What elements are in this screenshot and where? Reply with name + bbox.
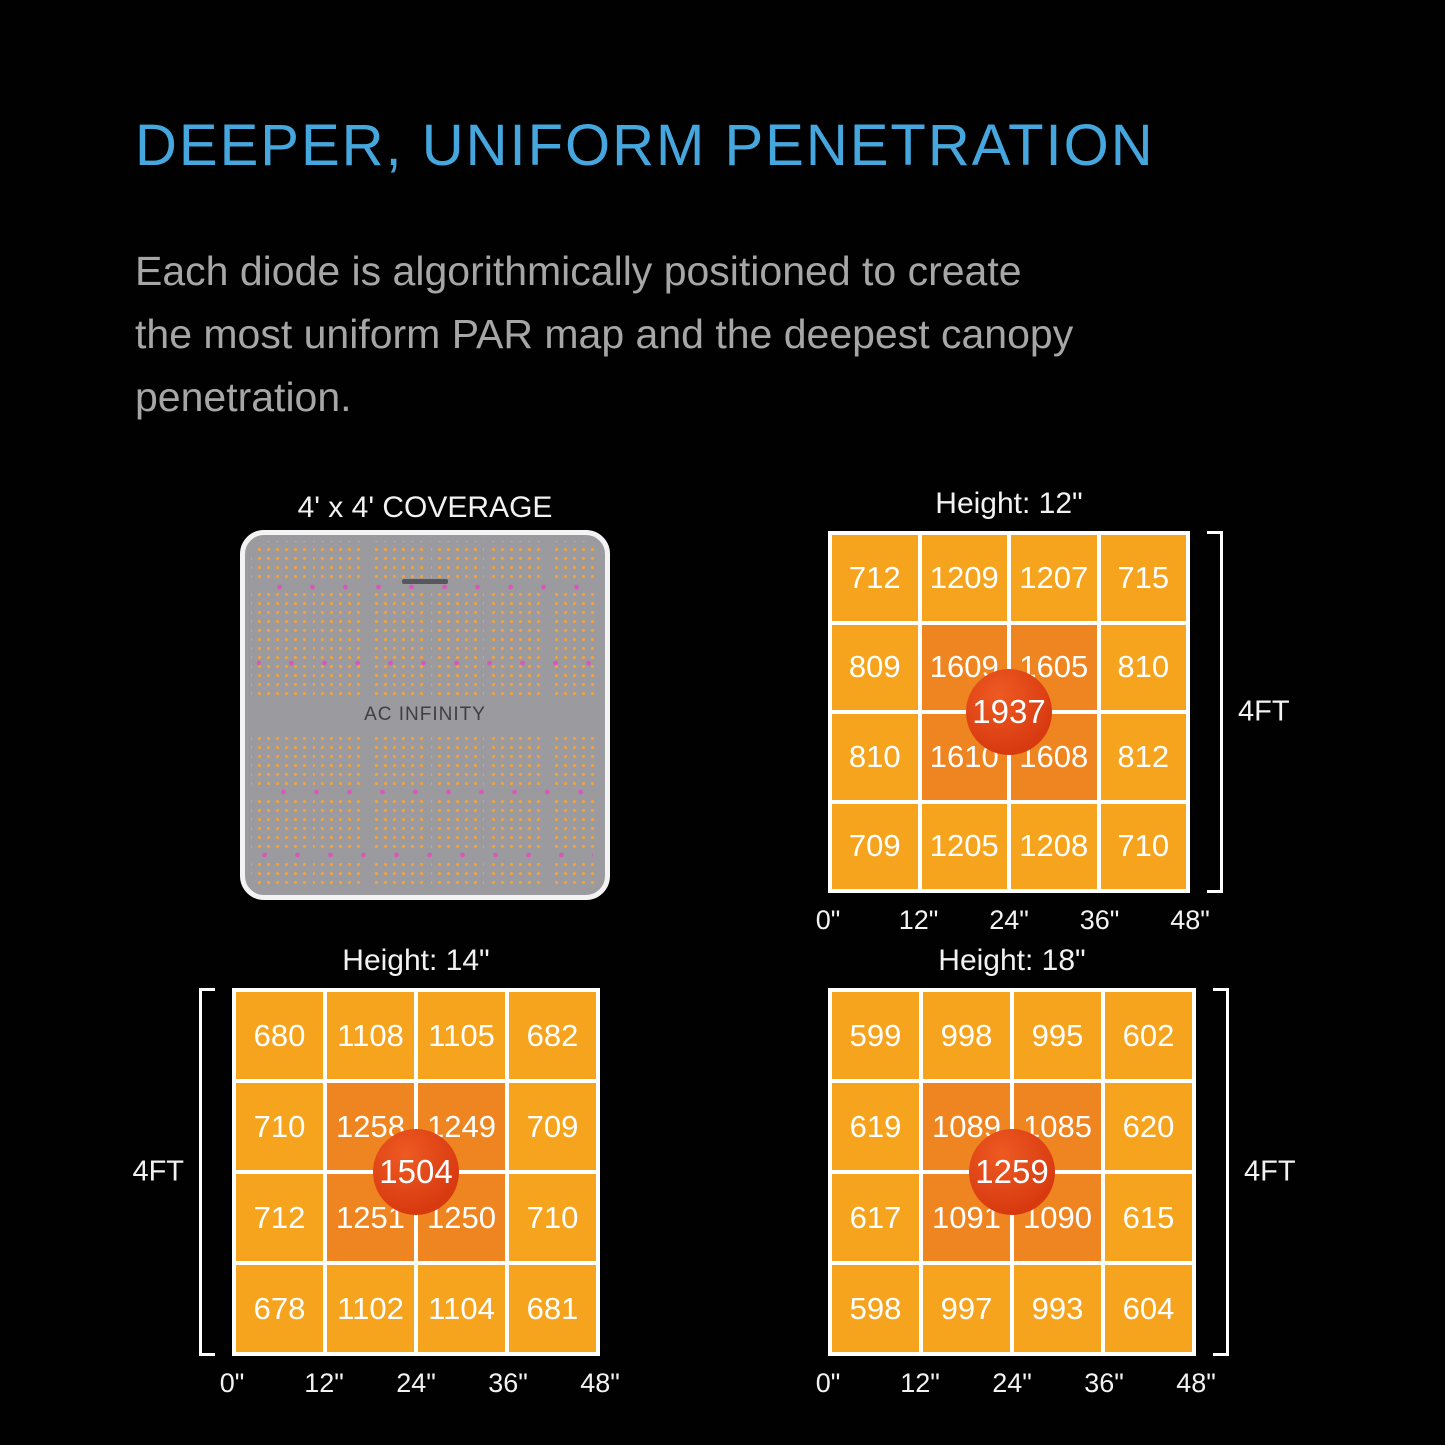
peak-value: 1504: [379, 1153, 453, 1190]
par-cell: 617: [832, 1174, 919, 1261]
peak-value-circle: 1937: [966, 669, 1052, 755]
par-cell: 810: [832, 714, 918, 800]
board-logo-mark: [402, 579, 448, 584]
height-extent-label: 4FT: [1244, 1155, 1296, 1188]
par-cell: 1249: [418, 1083, 505, 1170]
par-cell: 615: [1105, 1174, 1192, 1261]
par-cell: 619: [832, 1083, 919, 1170]
par-cell: 1605: [1011, 624, 1097, 710]
par-cell: 710: [509, 1174, 596, 1261]
x-axis: 0" 12" 24" 36" 48": [816, 905, 1210, 939]
x-tick-label: 36": [1079, 905, 1120, 935]
uv-diode-row: [257, 583, 593, 590]
x-tick-label: 0": [815, 1368, 841, 1398]
par-cell: 712: [236, 1174, 323, 1261]
par-cell: 810: [1100, 624, 1186, 710]
par-cell: 1205: [921, 803, 1007, 889]
par-cell: 598: [832, 1265, 919, 1352]
x-tick-label: 24": [396, 1368, 436, 1398]
description-line: penetration.: [135, 374, 352, 420]
par-cell: 712: [832, 535, 918, 621]
par-cell: 604: [1105, 1265, 1192, 1352]
par-cell: 1208: [1011, 803, 1097, 889]
board-brand-label: AC INFINITY: [251, 696, 599, 734]
peak-value: 1937: [972, 693, 1046, 730]
x-tick-label: 0": [815, 905, 841, 935]
description-line: Each diode is algorithmically positioned…: [135, 248, 1022, 294]
par-cell: 710: [1100, 803, 1186, 889]
x-axis: 0" 12" 24" 36" 48": [220, 1368, 620, 1402]
par-cell: 997: [923, 1265, 1010, 1352]
par-cell: 1608: [1011, 714, 1097, 800]
height-extent-bracket: [1213, 988, 1229, 1356]
x-tick-label: 12": [304, 1368, 344, 1398]
height-extent-bracket: [1207, 531, 1223, 893]
diode-dot-grid: AC INFINITY: [251, 541, 599, 889]
par-cell: 602: [1105, 992, 1192, 1079]
par-cell: 709: [832, 803, 918, 889]
description-line: the most uniform PAR map and the deepest…: [135, 311, 1074, 357]
par-cell: 678: [236, 1265, 323, 1352]
x-tick-label: 0": [219, 1368, 245, 1398]
par-map-title: Height: 12": [935, 487, 1083, 520]
x-tick-label: 36": [1084, 1368, 1124, 1398]
x-tick-label: 24": [992, 1368, 1032, 1398]
peak-value: 1259: [975, 1153, 1049, 1190]
x-tick-label: 12": [898, 905, 939, 935]
x-tick-label: 48": [580, 1368, 620, 1398]
uv-diode-row: [257, 660, 593, 667]
uv-diode-row: [257, 851, 593, 858]
par-cell: 599: [832, 992, 919, 1079]
par-cell: 993: [1014, 1265, 1101, 1352]
height-extent-label: 4FT: [132, 1155, 184, 1188]
par-cell: 998: [923, 992, 1010, 1079]
par-cell: 995: [1014, 992, 1101, 1079]
par-cell: 709: [509, 1083, 596, 1170]
par-map-title: Height: 18": [938, 944, 1086, 977]
par-cell: 681: [509, 1265, 596, 1352]
par-cell: 682: [509, 992, 596, 1079]
x-tick-label: 48": [1176, 1368, 1216, 1398]
par-cell: 1108: [327, 992, 414, 1079]
par-cell: 1105: [418, 992, 505, 1079]
peak-value-circle: 1504: [373, 1129, 459, 1215]
par-cell: 715: [1100, 535, 1186, 621]
height-extent-label: 4FT: [1238, 695, 1290, 728]
par-cell: 1104: [418, 1265, 505, 1352]
par-cell: 1207: [1011, 535, 1097, 621]
x-axis: 0" 12" 24" 36" 48": [816, 1368, 1216, 1402]
page-description: Each diode is algorithmically positioned…: [135, 240, 1355, 429]
page-title: DEEPER, UNIFORM PENETRATION: [135, 113, 1155, 178]
par-cell: 809: [832, 624, 918, 710]
x-tick-label: 12": [900, 1368, 940, 1398]
x-tick-label: 24": [989, 905, 1029, 935]
x-tick-label: 48": [1170, 905, 1210, 935]
board-title: 4' x 4' COVERAGE: [297, 491, 553, 524]
par-cell: 620: [1105, 1083, 1192, 1170]
par-cell: 1209: [921, 535, 1007, 621]
par-map-title: Height: 14": [342, 944, 490, 977]
par-cell: 710: [236, 1083, 323, 1170]
peak-value-circle: 1259: [969, 1129, 1055, 1215]
uv-diode-row: [257, 789, 593, 796]
par-cell: 1102: [327, 1265, 414, 1352]
par-cell: 812: [1100, 714, 1186, 800]
x-tick-label: 36": [488, 1368, 528, 1398]
led-board-image: 4' x 4' COVERAGE AC INFINITY: [240, 491, 610, 900]
height-extent-bracket: [199, 988, 215, 1356]
par-cell: 680: [236, 992, 323, 1079]
